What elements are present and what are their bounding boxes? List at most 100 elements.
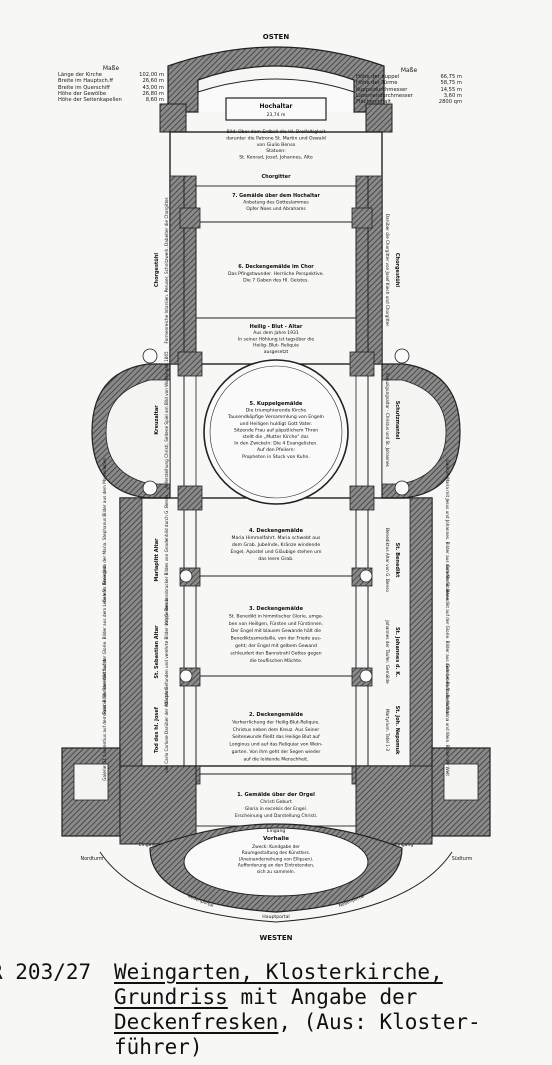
caption-line-1: Weingarten, Klosterkirche, [114, 960, 443, 984]
fresco-5-line: Auf den Pfeilern: [257, 447, 296, 453]
fresco-5-line: Tausendköpfige Versammlung von Engeln [227, 414, 324, 420]
caption-deckenfresken: Deckenfresken [114, 1010, 279, 1034]
vorhalle-eingang: Eingang [267, 828, 286, 834]
measurement-label: Höhe der Seitenkapellen [58, 97, 122, 104]
fresco-3-line: ben von Heiligen, Fürsten und Fürstinnen… [229, 621, 323, 627]
fresco-5-line: und Heiligen huldigt Gott Vater. [240, 421, 312, 427]
measurement-label: Kuppeldurchmesser [356, 86, 408, 93]
side-altar-left-text: Krippe des Innsbrucker Bildes von Gnaden… [164, 495, 169, 625]
side-altar-left-label: Mariaplitt Altar [154, 538, 160, 582]
hochaltar-text-line: St. Konrad, Josef, Johannes, Alto [239, 155, 313, 161]
rosettes [142, 348, 410, 683]
heilig-blut-altar-line: ausgesetzt [264, 349, 289, 355]
hochaltar-text-line: darunter die Patrone St. Martin und Oswa… [226, 135, 326, 141]
compass-west: WESTEN [260, 934, 293, 942]
heilig-blut-altar-title: Heilig - Blut - Altar [250, 324, 303, 330]
hochaltar-text-line: Statuen: [266, 148, 286, 154]
dome [203, 359, 349, 505]
measurement-value: 43,00 m [142, 84, 164, 91]
nave-walls [91, 131, 461, 767]
fresco-5-line: In den Zwickeln: Die 4 Evangelisten. [234, 441, 318, 447]
side-altar-left-text: Klöster Gefunden und verehrte Bilder von… [164, 598, 169, 706]
caption-line-3-rest: , (Aus: Kloster- [278, 1010, 481, 1034]
fresco-6-line: Das Pfingstwunder. Herrliche Perspektive… [228, 271, 324, 277]
fresco-3-line: geht; der Engel mit gelbem Gewand [235, 643, 317, 649]
side-altar-right-text: Benediktus Altar von G. Benso [385, 528, 390, 592]
fresco-7-line: Anbetung des Gotteslammes [243, 200, 309, 206]
side-altar-right-text: Martyrium. Tafel 1-3 [385, 709, 390, 751]
fresco-texts: Bild: Über dem Erdball die Hl. Dreifalti… [81, 128, 473, 920]
fresco-2-line: garten. Von ihm geht der Segen wieder [232, 749, 321, 755]
fresco-3-line: schleudert den Bannstrahl Gottes gegen [230, 650, 321, 656]
fresco-3-line: St. Benedikt in himmlischer Glorie, umge… [229, 613, 324, 619]
fresco-3-line: Der Engel mit blauem Gewande hält die [231, 628, 321, 634]
measurement-value: 8,60 m [145, 97, 164, 104]
fresco-6-line: Die 7 Gaben des Hl. Geistes. [243, 278, 309, 284]
measurement-label: Höhe der Türme [356, 80, 398, 87]
eingang-left-label: Eingang [139, 842, 158, 848]
side-altar-right-label: Schutzmantel [394, 401, 400, 440]
side-altar-right-label: St. Johannes d. K. [394, 627, 400, 677]
fresco-1-title: 1. Gemälde über der Orgel [237, 792, 315, 798]
towers [61, 747, 491, 845]
fresco-1-line: Gloria in excelsis der Engel. [245, 806, 307, 812]
measurements-right: Maße Höhe der Kuppel 66,75 m Höhe der Türm… [356, 67, 462, 106]
measurement-label: Höhe der Gewölbe [58, 90, 107, 97]
fresco-4-line: Maria Himmelfahrt. Maria schwebt aus [232, 535, 321, 541]
galerie-right-text: Galerie: Barbara, Katharina und Wein. Bi… [445, 664, 450, 776]
measurement-label: Laternendurchmesser [356, 92, 413, 99]
heilig-blut-altar-line: Heilig- Blut- Reliquie [253, 343, 299, 349]
caption-grundriss: Grundriss [114, 985, 228, 1009]
fresco-7-line: Opfer Noes und Abrahams [246, 206, 306, 212]
measurements-right-title: Maße [400, 67, 418, 74]
measurement-value: 2800 qm [438, 99, 462, 106]
caption-line-3: Deckenfresken, (Aus: Kloster- [114, 1010, 481, 1035]
hochaltar-text-line: von Giulio Benso [257, 142, 296, 148]
vorhalle-line: Raumgestaltung des Künstlers. [242, 850, 310, 856]
vorhalle-line: Zweck: Kundgabe der [252, 844, 300, 850]
vorhalle-line: sich zu sammeln. [257, 869, 295, 875]
measurement-value: 26,80 m [142, 90, 164, 97]
galerie-right-text: Galerie: St. Benedikt auf der Glorie. Bi… [445, 565, 450, 716]
measurement-label: Breite im Querschiff [58, 84, 110, 91]
fresco-2-line: Seitenwunde fließt das Heilige Blut auf [232, 734, 320, 740]
suedturm-label: Südturm [452, 856, 473, 862]
measurement-value: 3,60 m [443, 92, 462, 99]
hochaltar-box [225, 97, 327, 121]
measurement-row: Laternendurchmesser 3,60 m [356, 93, 462, 99]
vorhalle [99, 823, 453, 923]
galerie-left-text: Galerie: St. Benedikt auf der Glorie. Bi… [102, 565, 107, 716]
hochaltar-title: Hochaltar [260, 103, 293, 110]
galerie-right-text: Galerie: Maria mit Jesus und Johannes. B… [445, 460, 450, 601]
measurement-label: Breite im Hauptsch.ff [58, 78, 113, 85]
side-altar-left-label: Chorgestühl [154, 253, 160, 288]
measurement-label: Flächeninhalt [356, 99, 391, 106]
fresco-2-title: 2. Deckengemälde [249, 712, 303, 718]
fresco-2-line: auf die leidende Menschheit. [244, 756, 309, 762]
fresco-3-line: Benediktusmedaille, von der Friede aus- [231, 636, 322, 642]
measurement-row: Höhe der Gewölbe 26,80 m [58, 91, 164, 97]
side-altar-right-text: Darüber die Chorgitter von Josef Kiech u… [385, 214, 390, 327]
measurement-label: Höhe der Kuppel [356, 74, 400, 81]
vorhalle-line: Aufforderung an den Eintretenden, [238, 863, 315, 869]
hochaltar-text-line: Bild: Über dem Erdball die Hl. Dreifalti… [227, 128, 326, 135]
measurement-row: Höhe der Kuppel 66,75 m [356, 74, 462, 80]
measurement-row: Breite im Querschiff 43,00 m [58, 85, 164, 91]
fresco-2-line: Longinus und auf das Reliquiar von Wein- [229, 742, 323, 748]
side-altar-right-label: St. Joh. Nepomuk [394, 706, 400, 755]
fresco-1-line: Erscheinung und Darstellung Christi. [235, 813, 318, 819]
chorgitter-label: Chorgitter [261, 174, 291, 180]
compass-east: OSTEN [263, 33, 290, 41]
side-altar-right-text: Johannes der Täufer, Gemälde [385, 619, 390, 684]
nordturm-label: Nordturm [81, 856, 104, 862]
floor-plan: OSTEN WESTEN Hochaltar 23,74 m [61, 33, 491, 942]
side-altar-left-label: St. Sebastian Altar [154, 625, 160, 679]
galerie-left-text: Galerie: St. Laurentius auf dem Rost. Bi… [102, 659, 107, 781]
side-altar-left-text: von Carlo Carlone Darüber der Altarpfarr [164, 687, 169, 773]
caption-line-2-rest: mit Angabe der [227, 985, 418, 1009]
measurements-left-title: Maße [102, 65, 120, 72]
measurement-value: 66,75 m [440, 74, 462, 81]
fresco-6-title: 6. Deckengemälde im Chor [238, 264, 314, 270]
